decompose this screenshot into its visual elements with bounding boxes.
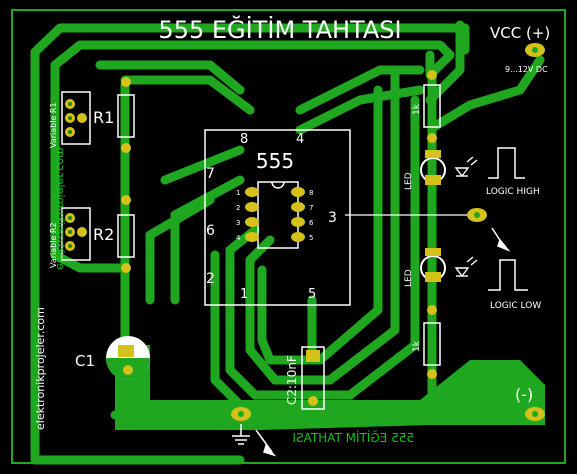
led-top-label: LED (404, 172, 414, 190)
board-title: 555 EĞİTİM TAHTASI (158, 14, 401, 44)
resistor-r2-fixed (117, 195, 135, 273)
ic-pin-2: 2 (206, 271, 215, 287)
r2-side-label: Variable R2 (49, 222, 58, 268)
website-mirror-label: elektronikprojeler.com (54, 147, 67, 270)
led-top (420, 150, 446, 185)
ic-pin-7: 7 (206, 166, 215, 182)
ground-symbol-icon (232, 424, 250, 445)
capacitor-c1 (106, 336, 150, 380)
variable-r2 (61, 207, 91, 261)
logic-low-label: LOGIC LOW (490, 301, 541, 311)
gnd-label: (-) (515, 385, 533, 404)
logic-high-label: LOGIC HIGH (486, 187, 540, 197)
resistor-top-1k (423, 70, 441, 143)
ic-name: 555 (256, 149, 294, 173)
website-label: elektronikprojeler.com (34, 307, 47, 430)
led-low-symbol-icon (454, 256, 478, 278)
variable-r1 (61, 91, 91, 145)
vcc-label: VCC (+) (490, 24, 550, 42)
ic-pin-1: 1 (240, 287, 248, 302)
logic-low-wave-icon (488, 259, 528, 291)
r1-label: R1 (93, 108, 114, 127)
probe-arrow-icon (491, 227, 511, 252)
resistor-r1-fixed (117, 77, 135, 153)
logic-high-wave-icon (488, 147, 525, 179)
r2-label: R2 (93, 225, 114, 244)
c1-label: C1 (75, 352, 95, 370)
ic-pin-4: 4 (296, 132, 304, 147)
socket-pin-8: 8 (309, 189, 313, 197)
res-top-label: 1k (412, 103, 422, 115)
ic-socket (245, 181, 305, 249)
socket-pin-5: 5 (309, 234, 313, 242)
socket-pin-7: 7 (309, 204, 313, 212)
board-outline (11, 9, 566, 464)
ground-plane (115, 345, 545, 430)
gnd-probe-pad (231, 407, 251, 421)
gnd-pad (525, 407, 545, 421)
voltage-note: 9...12V DC (505, 65, 548, 74)
output-pad (467, 208, 487, 222)
vcc-pad (525, 43, 545, 57)
socket-pin-3: 3 (236, 219, 240, 227)
r1-side-label: Variable R1 (49, 102, 58, 148)
led-bottom (420, 248, 446, 282)
res-bottom-label: 1k (412, 340, 422, 352)
resistor-bottom-1k (423, 305, 441, 379)
ic-pin-3: 3 (328, 210, 337, 226)
c2-label: C2:10nF (285, 355, 299, 405)
socket-pin-4: 4 (236, 234, 241, 242)
socket-pin-2: 2 (236, 204, 240, 212)
mirror-title: 555 EĞİTİM TAHTASI (292, 430, 414, 445)
led-high-symbol-icon (454, 156, 478, 178)
gnd-probe-arrow-icon (255, 429, 277, 457)
ic-pin-6: 6 (206, 223, 215, 239)
socket-pin-1: 1 (236, 189, 240, 197)
led-bottom-label: LED (404, 269, 414, 287)
socket-pin-6: 6 (309, 219, 314, 227)
ic-pin-5: 5 (308, 287, 316, 302)
capacitor-c2 (301, 346, 325, 410)
ic-555-outline (204, 129, 351, 306)
ic-pin-8: 8 (240, 132, 248, 147)
